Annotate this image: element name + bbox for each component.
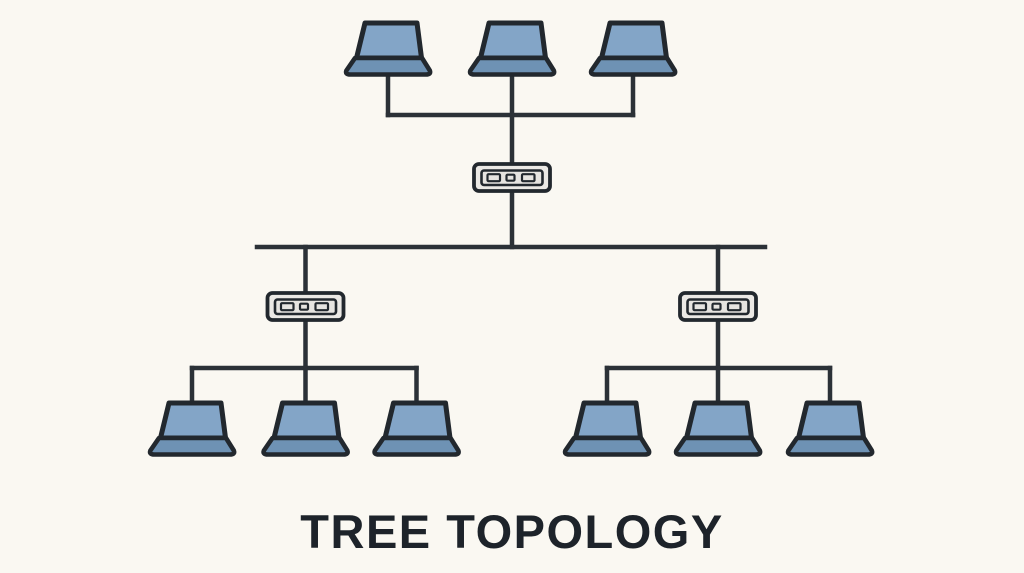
left-hub-icon (265, 291, 346, 322)
page-title: TREE TOPOLOGY (300, 505, 724, 558)
laptop-icon (346, 23, 430, 75)
laptop-icon (591, 23, 675, 75)
top-computers (346, 23, 675, 75)
root-hub-icon (472, 162, 552, 193)
left-computers (150, 403, 459, 455)
connection-lines (189, 71, 833, 407)
laptop-icon (788, 403, 872, 455)
laptop-icon (676, 403, 760, 455)
laptop-icon (150, 403, 234, 455)
laptop-icon (375, 403, 459, 455)
laptop-icon (565, 403, 649, 455)
laptop-icon (470, 23, 554, 75)
right-hub-icon (678, 291, 758, 322)
laptop-icon (264, 403, 348, 455)
right-computers (565, 403, 872, 455)
